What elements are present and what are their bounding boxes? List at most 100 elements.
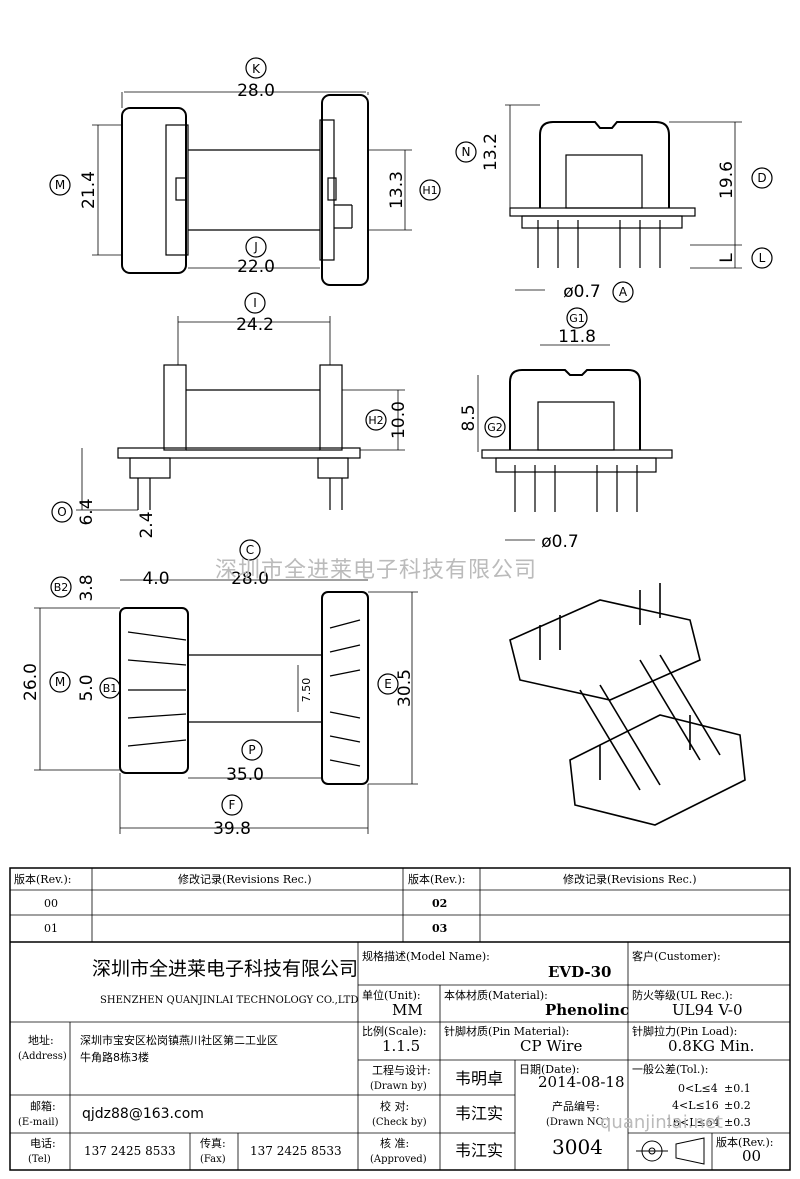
label-h2: H2 bbox=[368, 414, 383, 427]
drawn-no-label: 产品编号: bbox=[552, 1100, 600, 1113]
model-label: 规格描述(Model Name): bbox=[362, 950, 490, 963]
label-f: F bbox=[229, 798, 236, 812]
label-j: J bbox=[253, 240, 258, 254]
dim-k: 28.0 bbox=[237, 81, 275, 101]
dim-pin-end: ø0.7 bbox=[541, 532, 578, 552]
label-h1: H1 bbox=[422, 184, 437, 197]
material-value: Phenolinc bbox=[545, 1001, 630, 1019]
tol-3-range: 16<L≤64 bbox=[666, 1116, 720, 1129]
top-view bbox=[49, 57, 441, 286]
dim-i: 24.2 bbox=[236, 315, 274, 335]
projection-symbol-icon bbox=[636, 1137, 705, 1165]
check-label-en: (Check by) bbox=[372, 1117, 427, 1128]
technical-drawing: K 28.0 M 21.4 H1 13.3 J 22.0 N 13.2 D 19… bbox=[21, 57, 773, 839]
customer-label: 客户(Customer): bbox=[632, 950, 721, 963]
tol-2-range: 4<L≤16 bbox=[672, 1099, 719, 1112]
dim-c: 28.0 bbox=[231, 569, 269, 589]
check-label: 校 对: bbox=[380, 1100, 410, 1113]
rev-row-2-rev2: 03 bbox=[432, 922, 448, 935]
dim-n: 13.2 bbox=[481, 133, 501, 171]
label-l: L bbox=[759, 251, 766, 265]
tol-2-value: ±0.2 bbox=[724, 1099, 751, 1112]
material-label: 本体材质(Material): bbox=[444, 989, 548, 1002]
dim-pitch: 7.50 bbox=[300, 678, 313, 703]
tol-label: 一般公差(Tol.): bbox=[632, 1063, 709, 1076]
label-i: I bbox=[253, 296, 257, 310]
label-e: E bbox=[384, 677, 392, 691]
date-label: 日期(Date): bbox=[519, 1063, 580, 1076]
drawn-label: 工程与设计: bbox=[372, 1064, 431, 1077]
label-k: K bbox=[252, 62, 261, 76]
ul-label: 防火等级(UL Rec.): bbox=[632, 989, 733, 1002]
label-o: O bbox=[57, 505, 66, 519]
label-g2: G2 bbox=[487, 421, 503, 434]
label-m-top: M bbox=[55, 178, 65, 192]
email-label-en: (E-mail) bbox=[18, 1117, 59, 1128]
dim-o: 6.4 bbox=[77, 498, 97, 525]
approved-label-en: (Approved) bbox=[370, 1154, 427, 1165]
drawn-value: 韦明卓 bbox=[455, 1069, 504, 1088]
label-b1: B1 bbox=[103, 682, 118, 695]
pin-load-value: 0.8KG Min. bbox=[668, 1037, 755, 1055]
address-label: 地址: bbox=[28, 1034, 54, 1047]
rev-row-1-rev: 00 bbox=[44, 897, 58, 910]
approved-value: 韦江实 bbox=[455, 1141, 504, 1160]
dim-h1: 13.3 bbox=[387, 171, 407, 209]
rev-header-1: 版本(Rev.): bbox=[14, 873, 72, 886]
end-view-pins bbox=[514, 465, 638, 512]
dim-f: 39.8 bbox=[213, 819, 251, 839]
dim-h2: 10.0 bbox=[389, 401, 409, 439]
watermark: 深圳市全进莱电子科技有限公司 bbox=[215, 558, 538, 583]
tol-3-value: ±0.3 bbox=[724, 1116, 751, 1129]
company-name-cn: 深圳市全进莱电子科技有限公司 bbox=[92, 958, 359, 980]
approved-label: 核 准: bbox=[380, 1137, 410, 1150]
rev-header-3: 版本(Rev.): bbox=[408, 873, 466, 886]
model-value: EVD-30 bbox=[548, 963, 612, 981]
end-view bbox=[477, 307, 673, 541]
rev-header-2: 修改记录(Revisions Rec.) bbox=[178, 873, 312, 886]
dim-a: ø0.7 bbox=[563, 282, 600, 302]
check-value: 韦江实 bbox=[455, 1104, 504, 1123]
pin-load-label: 针脚拉力(Pin Load): bbox=[632, 1025, 738, 1038]
fax-label-en: (Fax) bbox=[200, 1154, 226, 1165]
watermark-url: quanjinlai.net bbox=[600, 1112, 723, 1133]
dim-p: 35.0 bbox=[226, 765, 264, 785]
unit-label: 单位(Unit): bbox=[362, 989, 421, 1002]
label-g1: G1 bbox=[569, 312, 585, 325]
tel-label-en: (Tel) bbox=[28, 1154, 51, 1165]
address-line-2: 牛角路8栋3楼 bbox=[80, 1051, 149, 1064]
dim-b2-b: 4.0 bbox=[142, 569, 169, 589]
email-value[interactable]: qjdz88@163.com bbox=[82, 1106, 204, 1122]
dim-b1: 5.0 bbox=[77, 674, 97, 701]
tol-1-value: ±0.1 bbox=[724, 1082, 751, 1095]
dim-j: 22.0 bbox=[237, 257, 275, 277]
pin-material-label: 针脚材质(Pin Material): bbox=[444, 1025, 570, 1038]
label-n: N bbox=[462, 145, 471, 159]
dim-m-top: 21.4 bbox=[79, 171, 99, 209]
date-value: 2014-08-18 bbox=[538, 1073, 625, 1091]
tel-label: 电话: bbox=[30, 1137, 56, 1150]
unit-value: MM bbox=[392, 1001, 423, 1019]
drawn-no-label-en: (Drawn NO.) bbox=[546, 1117, 611, 1128]
fax-label: 传真: bbox=[200, 1137, 226, 1150]
bottom-view-slots bbox=[127, 619, 361, 767]
rev-row-2-rev: 01 bbox=[44, 922, 58, 935]
dim-e: 30.5 bbox=[395, 669, 415, 707]
scale-value: 1.1.5 bbox=[382, 1037, 421, 1055]
rev-label: 版本(Rev.): bbox=[716, 1136, 774, 1149]
bottom-view bbox=[34, 539, 418, 834]
address-line-1: 深圳市宝安区松岗镇燕川社区第二工业区 bbox=[80, 1034, 278, 1047]
scale-label: 比例(Scale): bbox=[362, 1025, 427, 1038]
tol-1-range: 0<L≤4 bbox=[678, 1082, 718, 1095]
ul-value: UL94 V-0 bbox=[672, 1001, 743, 1019]
tel-value[interactable]: 137 2425 8533 bbox=[84, 1144, 176, 1158]
isometric-view bbox=[509, 583, 746, 826]
rev-row-1-rev2: 02 bbox=[432, 897, 448, 910]
fax-value[interactable]: 137 2425 8533 bbox=[250, 1144, 342, 1158]
rev-value: 00 bbox=[742, 1147, 762, 1165]
front-view bbox=[51, 292, 405, 523]
pin-material-value: CP Wire bbox=[520, 1037, 583, 1055]
email-label: 邮箱: bbox=[30, 1100, 56, 1113]
label-a: A bbox=[619, 285, 628, 299]
